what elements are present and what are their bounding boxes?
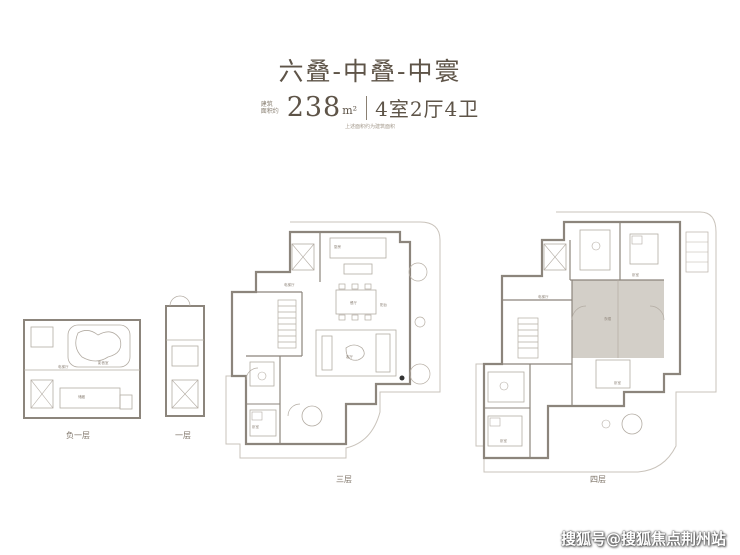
spec-line: 建筑面积约 238 m² 4室2厅4卫: [0, 92, 740, 123]
floor-label-b1: 负一层: [66, 431, 90, 440]
floor-label-f4: 四层: [590, 475, 606, 484]
svg-text:影音室: 影音室: [98, 360, 109, 365]
svg-text:卧室: 卧室: [632, 272, 640, 277]
plan-fourth-floor: 电梯厅 卧室 卧室 卧室 衣帽: [475, 211, 717, 473]
svg-text:卧室: 卧室: [614, 380, 622, 385]
spec-divider: [366, 95, 368, 120]
svg-text:厨房: 厨房: [334, 244, 342, 249]
page-title: 六叠-中叠-中寰: [278, 57, 462, 86]
svg-text:衣帽: 衣帽: [604, 316, 612, 321]
area-value: 238: [286, 92, 342, 123]
svg-text:储藏: 储藏: [78, 394, 85, 399]
floor-label-f3: 三层: [336, 475, 352, 484]
svg-text:电梯厅: 电梯厅: [58, 364, 69, 369]
svg-text:阳台: 阳台: [380, 302, 388, 307]
area-note: 上述面积约为建筑面积: [344, 124, 395, 130]
layout-text: 4室2厅4卫: [375, 97, 480, 121]
svg-text:电梯厅: 电梯厅: [538, 294, 549, 299]
svg-text:电梯厅: 电梯厅: [284, 282, 295, 287]
area-unit: m²: [342, 104, 358, 117]
watermark: 搜狐号@搜狐焦点荆州站: [560, 530, 726, 548]
plan-ground: [165, 295, 205, 417]
svg-text:卧室: 卧室: [500, 438, 508, 443]
svg-text:卧室: 卧室: [252, 424, 260, 429]
plan-third-floor: 厨房 餐厅 客厅 电梯厅 卧室 阳台: [225, 221, 441, 459]
svg-text:餐厅: 餐厅: [350, 300, 358, 305]
svg-text:客厅: 客厅: [346, 354, 354, 359]
area-caption: 建筑面积约: [260, 100, 279, 115]
floor-label-f1: 一层: [175, 431, 191, 440]
plan-basement: 影音室 储藏 电梯厅: [23, 319, 141, 419]
